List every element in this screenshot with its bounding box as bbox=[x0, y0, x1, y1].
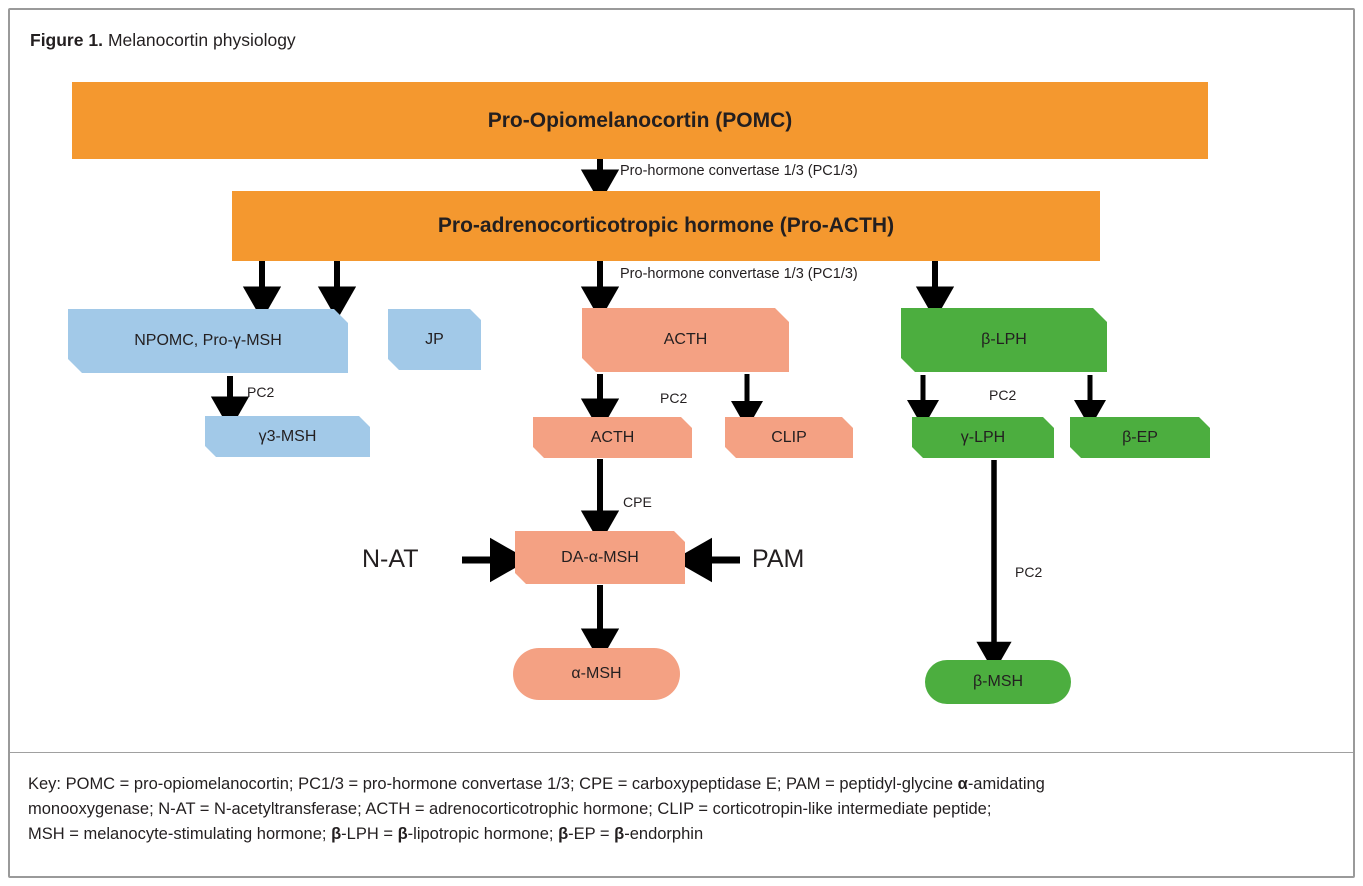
key-divider bbox=[10, 752, 1353, 753]
node-acth-big-label: ACTH bbox=[663, 331, 708, 349]
key-line-3-part-a: MSH = melanocyte-stimulating hormone; bbox=[28, 824, 332, 843]
node-bep-label: β-EP bbox=[1122, 428, 1158, 446]
node-g3msh-label: γ3-MSH bbox=[258, 427, 317, 445]
node-pro-acth-label: Pro-adrenocorticotropic hormone (Pro-ACT… bbox=[437, 214, 895, 238]
key-line-3-beta-3: β bbox=[558, 824, 569, 843]
side-label-pam: PAM bbox=[752, 545, 805, 573]
key-line-3-part-e: -lipotropic hormone; bbox=[407, 824, 559, 843]
key-line-3: MSH = melanocyte-stimulating hormone; β-… bbox=[28, 822, 1320, 847]
node-b-msh: β-MSH bbox=[925, 660, 1071, 704]
edge-label-pc2-glph: PC2 bbox=[1015, 564, 1043, 580]
node-npomc-label: NPOMC, Pro-γ-MSH bbox=[134, 332, 282, 350]
edge-label-pc13-second: Pro-hormone convertase 1/3 (PC1/3) bbox=[620, 266, 858, 282]
node-glph-wrap: γ-LPH bbox=[912, 417, 1058, 462]
key-line-2: monooxygenase; N-AT = N-acetyltransferas… bbox=[28, 799, 992, 818]
key-line-3-part-c: -LPH = bbox=[341, 824, 398, 843]
node-g3msh: γ3-MSH bbox=[205, 416, 370, 457]
edge-label-cpe: CPE bbox=[623, 494, 652, 510]
node-jp-label: JP bbox=[425, 330, 444, 348]
figure-caption: Figure 1.Melanocortin physiology bbox=[30, 30, 296, 51]
key-line-3-part-g: -EP = bbox=[568, 824, 615, 843]
node-pro-acth: Pro-adrenocorticotropic hormone (Pro-ACT… bbox=[232, 191, 1100, 261]
node-glph: γ-LPH bbox=[912, 417, 1054, 458]
node-acth-small: ACTH bbox=[533, 417, 692, 458]
node-npomc: NPOMC, Pro-γ-MSH bbox=[68, 309, 348, 373]
node-a-msh-wrap: α-MSH bbox=[513, 648, 684, 704]
node-bep: β-EP bbox=[1070, 417, 1210, 458]
key-line-3-part-i: -endorphin bbox=[624, 824, 704, 843]
key-line-1-part-a: Key: POMC = pro-opiomelanocortin; PC1/3 … bbox=[28, 775, 958, 793]
node-acth-big: ACTH bbox=[582, 308, 789, 372]
key-text: Key: POMC = pro-opiomelanocortin; PC1/3 … bbox=[28, 772, 1320, 846]
key-line-1-alpha: α bbox=[957, 775, 968, 793]
node-b-msh-label: β-MSH bbox=[972, 673, 1024, 691]
edge-label-pc2-npomc: PC2 bbox=[247, 384, 275, 400]
side-label-nat: N-AT bbox=[362, 545, 419, 573]
node-da-a-msh: DA-α-MSH bbox=[515, 531, 685, 584]
node-clip-wrap: CLIP bbox=[725, 417, 857, 462]
node-acth-big-wrap: ACTH bbox=[582, 308, 793, 376]
edge-label-pc2-blph: PC2 bbox=[989, 387, 1017, 403]
node-clip: CLIP bbox=[725, 417, 853, 458]
node-g3msh-wrap: γ3-MSH bbox=[205, 416, 374, 461]
key-line-3-beta-4: β bbox=[614, 824, 625, 843]
key-line-1-part-c: -amidating bbox=[967, 775, 1045, 793]
node-jp: JP bbox=[388, 309, 481, 370]
node-bep-wrap: β-EP bbox=[1070, 417, 1214, 462]
node-acth-small-label: ACTH bbox=[590, 428, 635, 446]
key-line-3-beta-1: β bbox=[331, 824, 342, 843]
page-title: Melanocortin physiology bbox=[107, 30, 296, 50]
node-blph: β-LPH bbox=[901, 308, 1107, 372]
node-acth-small-wrap: ACTH bbox=[533, 417, 696, 462]
node-blph-wrap: β-LPH bbox=[901, 308, 1111, 376]
node-npomc-wrap: NPOMC, Pro-γ-MSH bbox=[68, 309, 352, 377]
node-da-a-msh-wrap: DA-α-MSH bbox=[515, 531, 689, 588]
node-blph-label: β-LPH bbox=[981, 331, 1027, 349]
node-clip-label: CLIP bbox=[771, 428, 807, 446]
figure-label: Figure 1. bbox=[30, 30, 103, 50]
node-da-a-msh-label: DA-α-MSH bbox=[561, 548, 639, 566]
key-line-3-beta-2: β bbox=[397, 824, 408, 843]
node-a-msh: α-MSH bbox=[513, 648, 680, 700]
node-glph-label: γ-LPH bbox=[960, 428, 1006, 446]
node-jp-wrap: JP bbox=[388, 309, 485, 374]
node-pomc: Pro-Opiomelanocortin (POMC) bbox=[72, 82, 1208, 159]
edge-label-pc13-top: Pro-hormone convertase 1/3 (PC1/3) bbox=[620, 163, 858, 179]
node-a-msh-label: α-MSH bbox=[571, 665, 622, 683]
edge-label-pc2-acth: PC2 bbox=[660, 390, 688, 406]
node-b-msh-wrap: β-MSH bbox=[925, 660, 1075, 708]
key-line-1: Key: POMC = pro-opiomelanocortin; PC1/3 … bbox=[28, 772, 1320, 797]
node-pomc-label: Pro-Opiomelanocortin (POMC) bbox=[487, 108, 793, 132]
